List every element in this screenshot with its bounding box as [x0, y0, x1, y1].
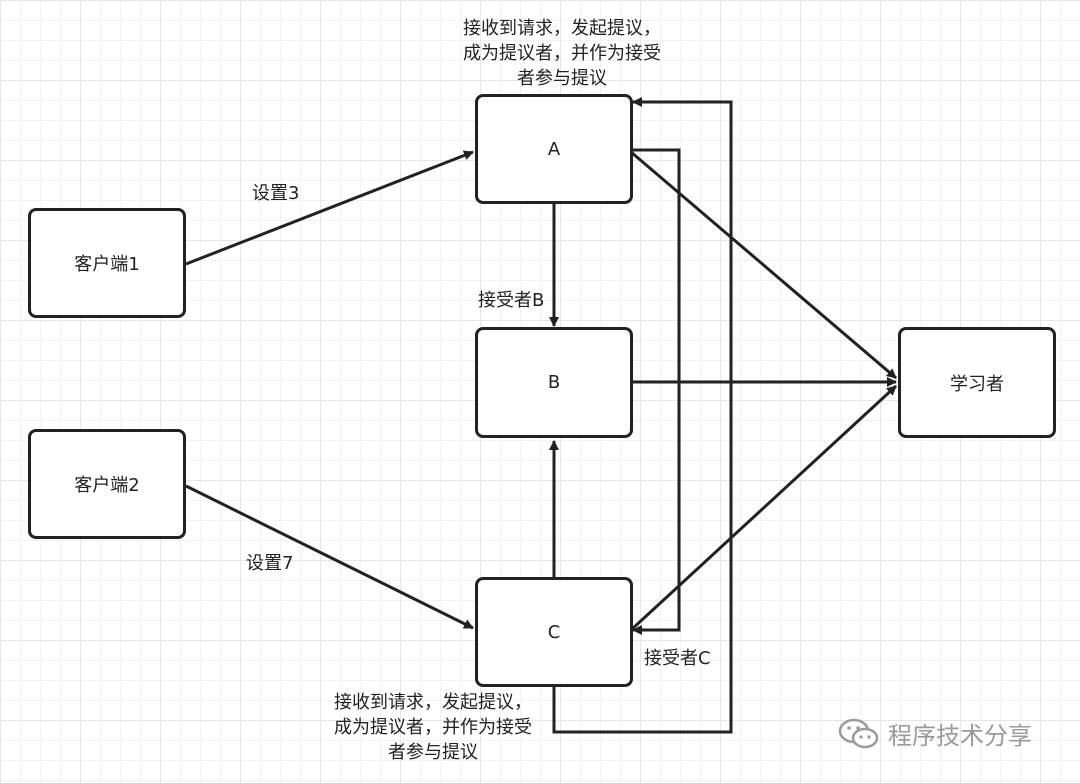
watermark-text: 程序技术分享 — [888, 722, 1032, 750]
note-c: 接收到请求，发起提议， 成为提议者，并作为接受 者参与提议 — [293, 690, 573, 765]
client1-label: 客户端1 — [74, 254, 140, 275]
edge-c-to-a-loop — [552, 97, 733, 734]
note-a: 接收到请求，发起提议， 成为提议者，并作为接受 者参与提议 — [422, 16, 702, 91]
edge-label-set3: 设置3 — [252, 183, 300, 204]
node-a: A — [475, 94, 633, 204]
edge-client2-to-c — [185, 484, 474, 630]
watermark: 程序技术分享 — [838, 716, 1032, 751]
client1-node: 客户端1 — [28, 208, 186, 318]
note-a-line-3: 者参与提议 — [517, 68, 607, 89]
learner-label: 学习者 — [950, 373, 1004, 395]
note-c-line-2: 成为提议者，并作为接受 — [334, 717, 532, 738]
wechat-icon — [838, 718, 879, 748]
node-c: C — [475, 577, 633, 687]
note-a-line-2: 成为提议者，并作为接受 — [463, 43, 661, 64]
client2-node: 客户端2 — [28, 429, 186, 539]
note-c-line-1: 接收到请求，发起提议， — [334, 692, 532, 713]
node-b: B — [475, 327, 633, 438]
edge-label-acceptor-b: 接受者B — [478, 290, 545, 311]
edge-c-to-learner — [629, 384, 898, 632]
edge-a-to-learner — [630, 150, 897, 380]
node-a-label: A — [547, 138, 561, 160]
edge-label-acceptor-c: 接受者C — [644, 648, 711, 669]
node-c-label: C — [547, 621, 561, 643]
note-c-line-3: 者参与提议 — [388, 742, 478, 763]
edge-a-to-c-loop — [631, 148, 681, 635]
edge-label-set7: 设置7 — [246, 553, 294, 574]
client2-label: 客户端2 — [74, 475, 140, 496]
note-a-line-1: 接收到请求，发起提议， — [463, 18, 661, 39]
learner-node: 学习者 — [898, 327, 1056, 438]
node-b-label: B — [547, 372, 561, 393]
edge-client1-to-a — [185, 150, 474, 266]
